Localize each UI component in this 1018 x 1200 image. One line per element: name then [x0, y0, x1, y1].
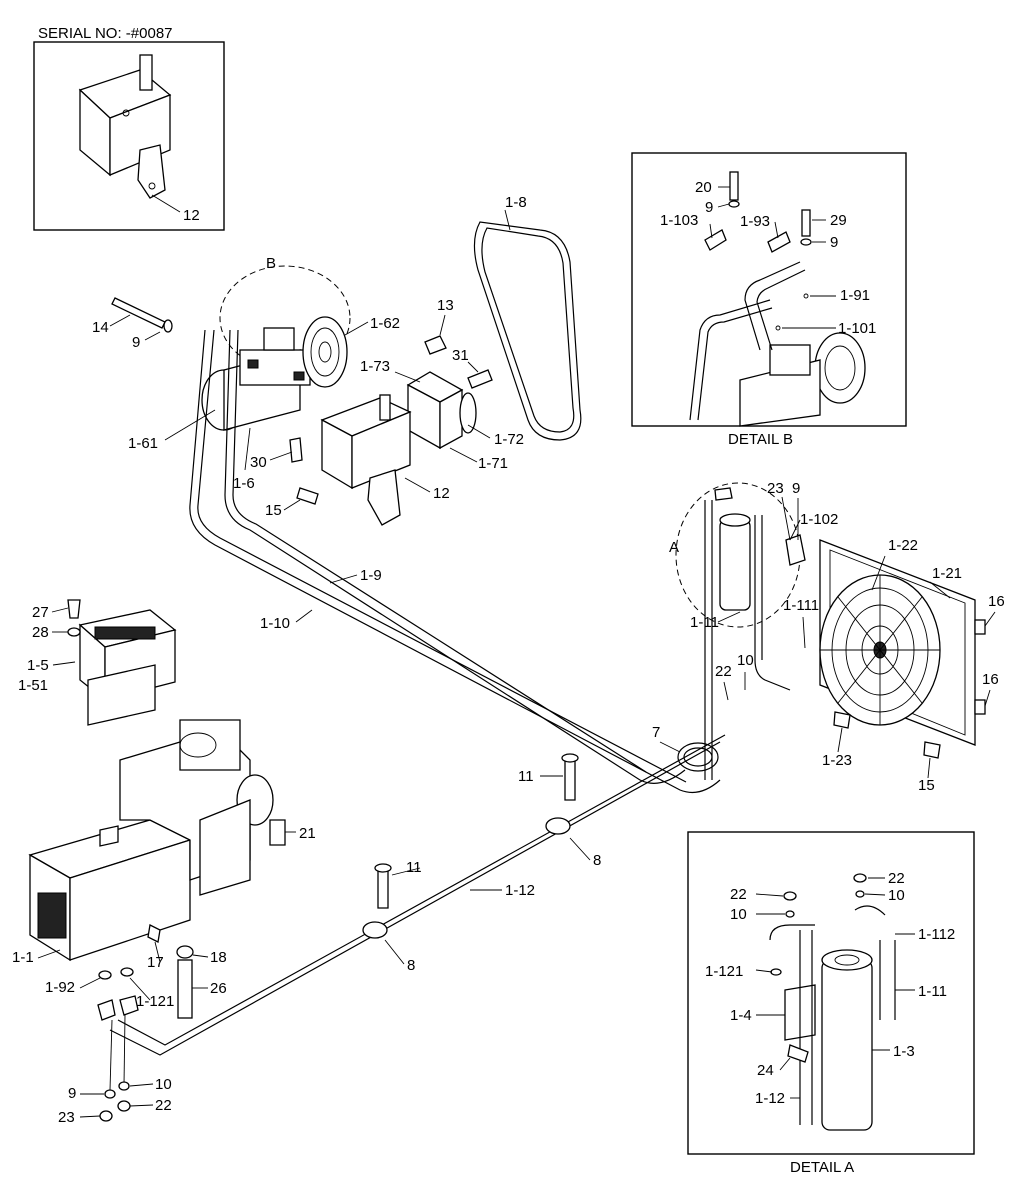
detail-b-box — [631, 152, 907, 427]
tensioner-1-7 — [406, 335, 493, 450]
part-label-l14: 14 — [92, 319, 109, 336]
part-label-l26: 26 — [210, 980, 227, 997]
hoses-1-9-1-10 — [189, 329, 721, 793]
part-label-lA: A — [669, 539, 679, 556]
part-label-l1-112: 1-112 — [918, 926, 955, 943]
part-label-l1-22: 1-22 — [888, 537, 918, 554]
part-label-l15b: 15 — [918, 777, 935, 794]
part-label-l1-6: 1-6 — [233, 475, 255, 492]
part-label-l10c: 10 — [888, 887, 905, 904]
part-label-l1-93: 1-93 — [740, 213, 770, 230]
part-label-l23a: 23 — [767, 480, 784, 497]
part-label-l30: 30 — [250, 454, 267, 471]
detail-b-contents — [689, 171, 866, 427]
part-label-l1-102: 1-102 — [800, 511, 838, 528]
compressor — [201, 316, 348, 431]
detail-a-contents — [769, 873, 896, 1131]
part-label-l17: 17 — [147, 954, 164, 971]
part-label-l1-5: 1-5 — [27, 657, 49, 674]
detail-a-heading: DETAIL A — [790, 1159, 854, 1176]
part-label-l1-12a: 1-12 — [505, 882, 535, 899]
part-label-l31: 31 — [452, 347, 469, 364]
leader-lines — [37, 186, 996, 1118]
drive-belt — [473, 221, 582, 441]
part-label-l1-11a: 1-11 — [690, 614, 719, 631]
part-label-l13: 13 — [437, 297, 454, 314]
part-label-l11a: 11 — [518, 768, 534, 785]
serial-heading: SERIAL NO: -#0087 — [38, 25, 173, 42]
part-label-l9e: 9 — [830, 234, 838, 251]
serial-inset-box — [33, 41, 225, 231]
part-label-l1-8: 1-8 — [505, 194, 527, 211]
part-label-l1-4: 1-4 — [730, 1007, 752, 1024]
part-label-l16a: 16 — [988, 593, 1005, 610]
part-label-l1-23: 1-23 — [822, 752, 852, 769]
part-label-l1-73: 1-73 — [360, 358, 390, 375]
part-label-l8a: 8 — [593, 852, 601, 869]
part-label-l1-121a: 1-121 — [136, 993, 174, 1010]
part-label-l1-71: 1-71 — [478, 455, 508, 472]
part-label-l1-111: 1-111 — [783, 597, 819, 614]
hvac-unit-1-1 — [28, 719, 274, 962]
part-label-l22c: 22 — [888, 870, 905, 887]
part-label-l1-91: 1-91 — [840, 287, 870, 304]
part-label-l1-103: 1-103 — [660, 212, 698, 229]
hose-1-12 — [109, 734, 726, 1056]
part-label-l15a: 15 — [265, 502, 282, 519]
part-label-l9d: 9 — [705, 199, 713, 216]
part-label-l1-121b: 1-121 — [705, 963, 743, 980]
detail-a-box — [687, 831, 975, 1155]
part-label-l23b: 23 — [58, 1109, 75, 1126]
part-label-l12b: 12 — [433, 485, 450, 502]
inset-bracket — [78, 54, 172, 199]
lower-fittings — [97, 967, 139, 1122]
part-label-l1-92: 1-92 — [45, 979, 75, 996]
part-label-l27: 27 — [32, 604, 49, 621]
part-label-l8b: 8 — [407, 957, 415, 974]
part-label-l24: 24 — [757, 1062, 774, 1079]
part-label-l1-1: 1-1 — [12, 949, 34, 966]
part-label-l1-11b: 1-11 — [918, 983, 947, 1000]
part-label-l22d: 22 — [730, 886, 747, 903]
part-label-l16b: 16 — [982, 671, 999, 688]
part-label-l28: 28 — [32, 624, 49, 641]
part-label-l12a: 12 — [183, 207, 200, 224]
part-label-l20: 20 — [695, 179, 712, 196]
part-label-l1-101: 1-101 — [838, 320, 876, 337]
part-label-l21: 21 — [299, 825, 316, 842]
part-label-l1-51: 1-51 — [18, 677, 48, 694]
part-label-l10a: 10 — [737, 652, 754, 669]
part-label-l29: 29 — [830, 212, 847, 229]
part-label-l9a: 9 — [132, 334, 140, 351]
part-label-l1-62: 1-62 — [370, 315, 400, 332]
bolt-14 — [111, 297, 173, 333]
controller-1-5 — [67, 599, 177, 726]
part-label-l22a: 22 — [715, 663, 732, 680]
part-label-l1-10: 1-10 — [260, 615, 290, 632]
condenser-fan — [785, 534, 986, 759]
part-label-l1-9: 1-9 — [360, 567, 382, 584]
part-label-l22b: 22 — [155, 1097, 172, 1114]
part-label-l1-3: 1-3 — [893, 1043, 915, 1060]
bracket-12 — [289, 394, 412, 526]
part-labels: 12 1-8 14 9 1-62 13 31 1-73 1-61 1-72 1-71 30 1-6 12 1… — [12, 179, 1005, 1126]
drain-parts — [147, 819, 286, 1019]
part-label-l18: 18 — [210, 949, 227, 966]
part-label-l1-21: 1-21 — [932, 565, 962, 582]
part-label-l10b: 10 — [155, 1076, 172, 1093]
part-label-l1-61: 1-61 — [128, 435, 158, 452]
detail-b-heading: DETAIL B — [728, 431, 793, 448]
part-label-l9b: 9 — [792, 480, 800, 497]
part-label-l1-12b: 1-12 — [755, 1090, 785, 1107]
receiver-drier — [704, 487, 791, 780]
part-label-l7: 7 — [652, 724, 660, 741]
part-label-l10d: 10 — [730, 906, 747, 923]
part-label-l9c: 9 — [68, 1085, 76, 1102]
part-label-l11b: 11 — [406, 859, 422, 876]
part-label-l1-72: 1-72 — [494, 431, 524, 448]
circle-b-letter: B — [266, 255, 276, 272]
